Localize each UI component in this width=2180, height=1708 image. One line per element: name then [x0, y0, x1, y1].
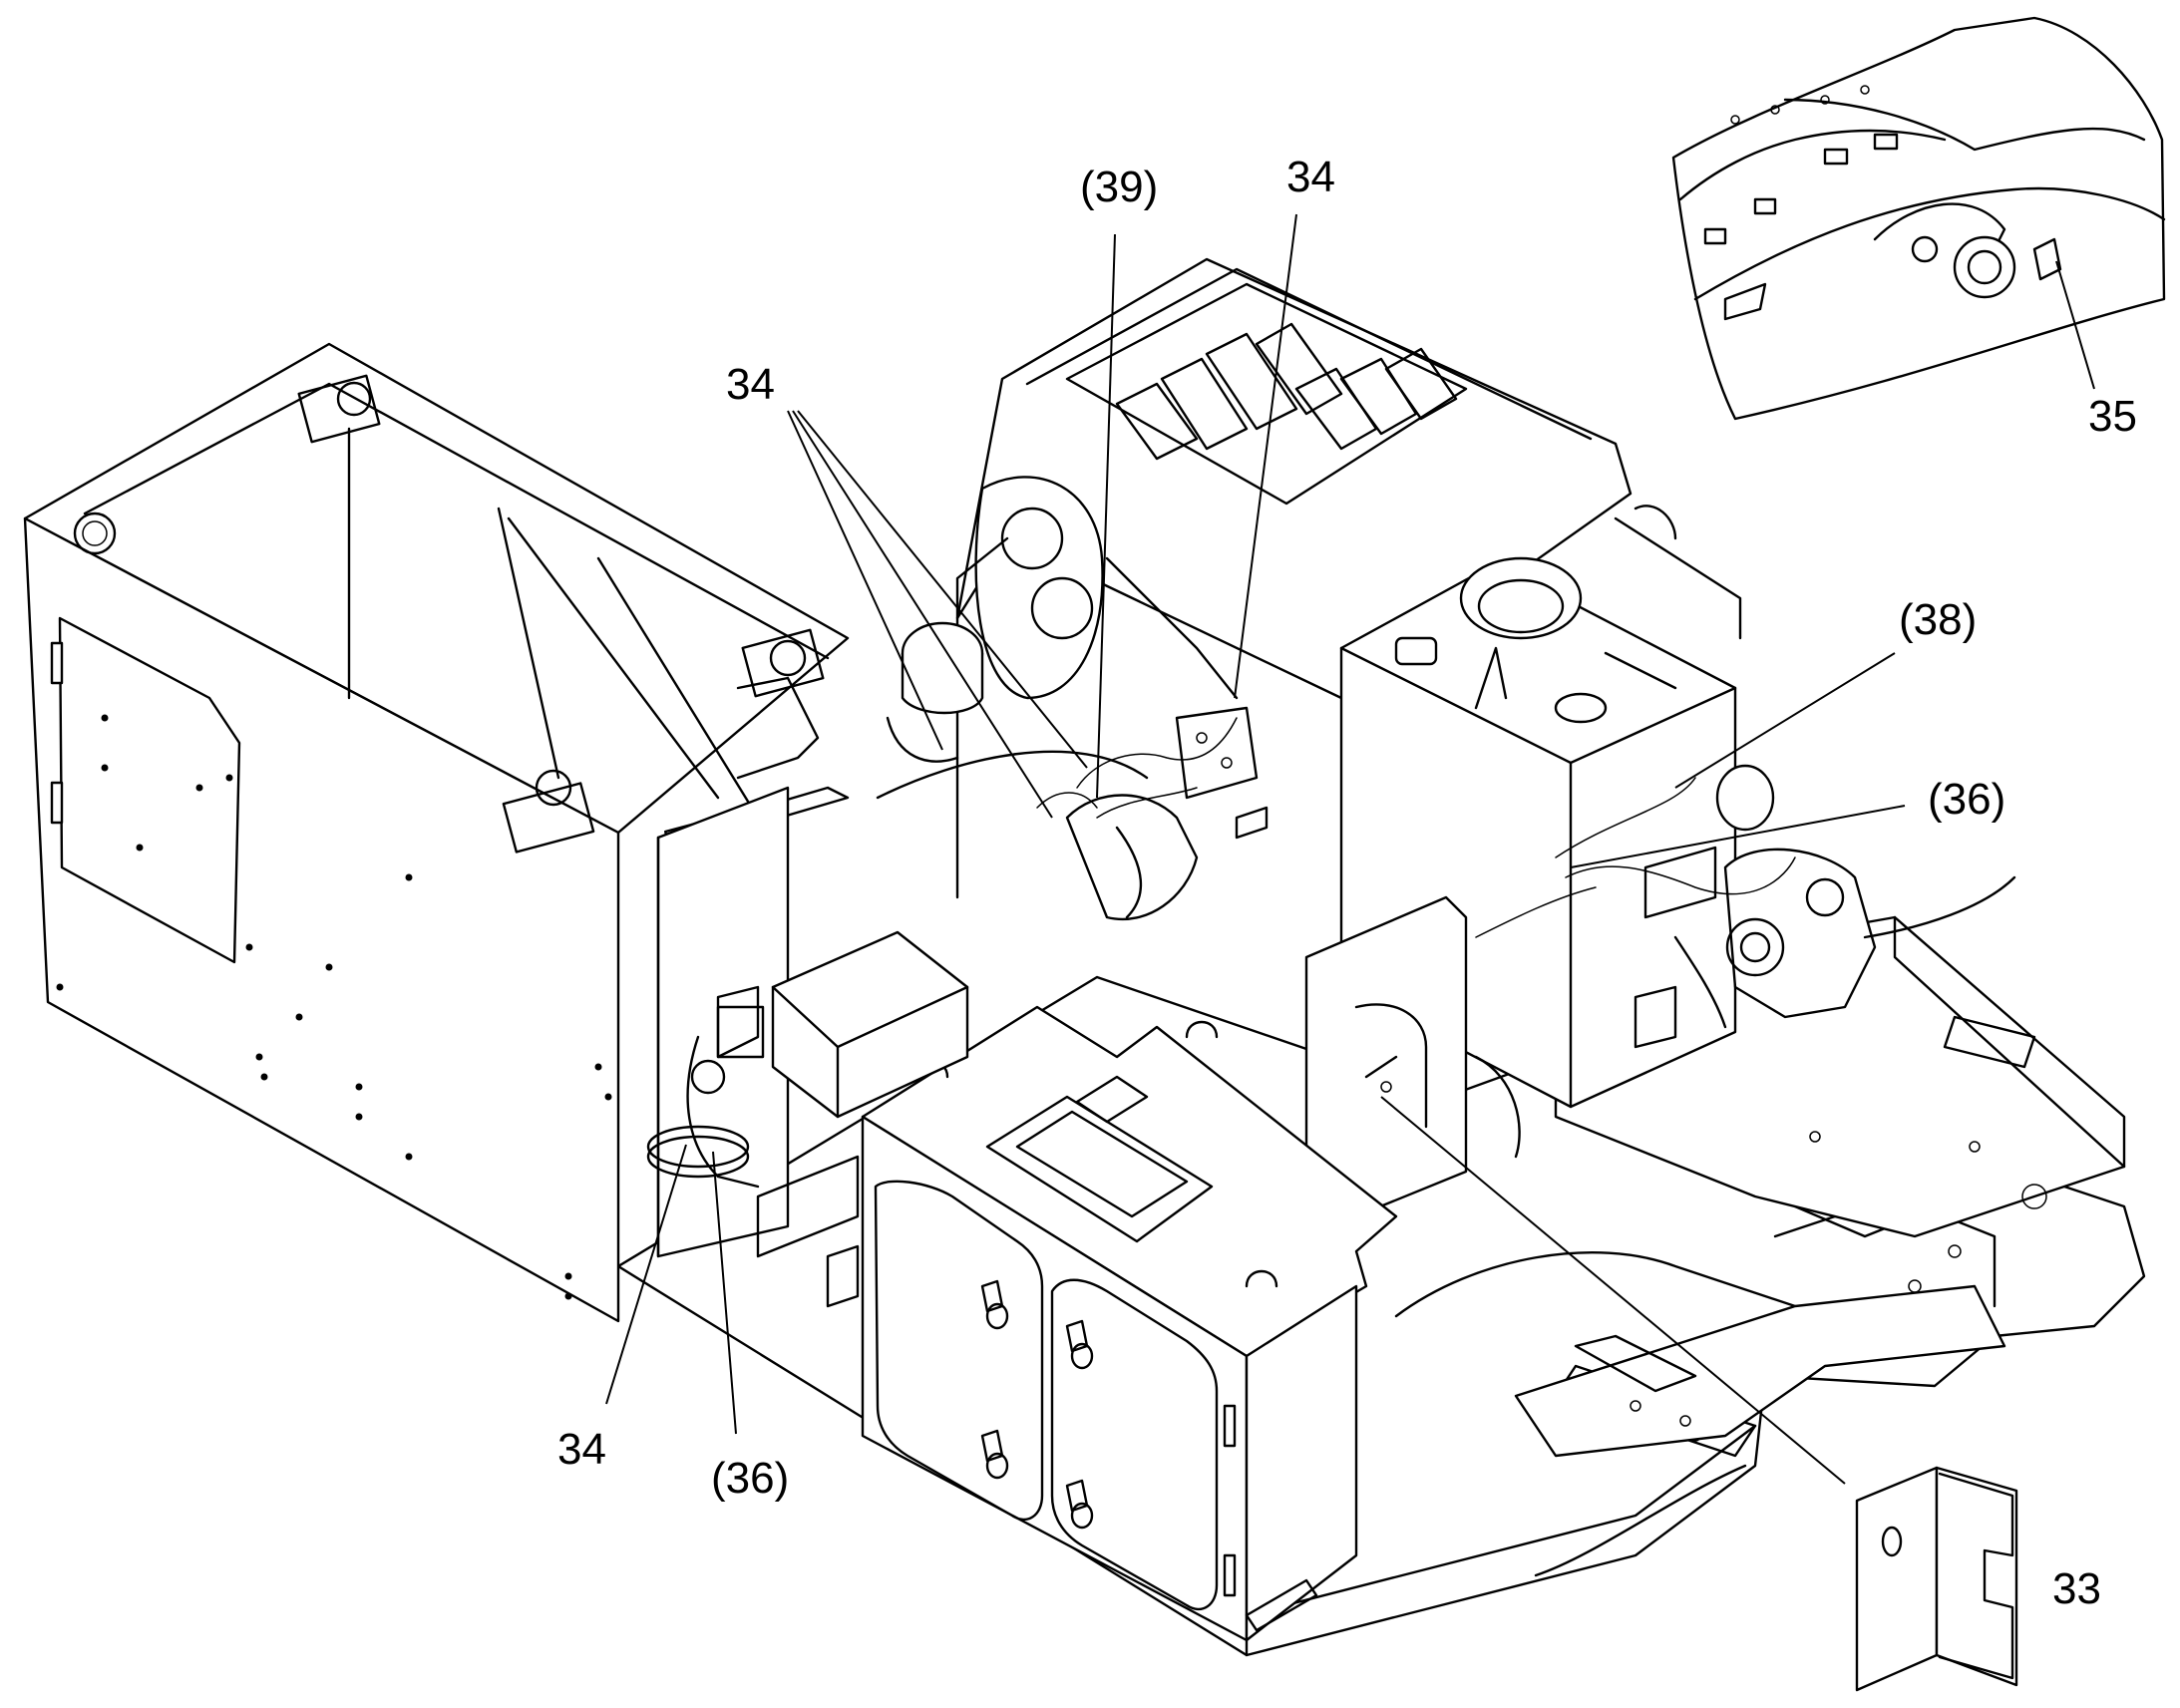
- leader-lines: [605, 213, 2095, 1485]
- leader-34-top: [1234, 213, 1297, 699]
- leader-36-bottom: [712, 1151, 737, 1435]
- center-assembly: [876, 621, 1269, 921]
- center-column: [646, 676, 820, 1258]
- bracket-part-33: [1855, 1466, 2018, 1692]
- leader-34-bottom: [605, 1144, 687, 1405]
- callout-39: (39): [1080, 163, 1158, 211]
- callout-labels: (39) 34 34 35 (38) (36) 34 (36) 33: [557, 153, 2137, 1613]
- leader-33: [1380, 1096, 1846, 1485]
- callout-34-top: 34: [1286, 153, 1335, 201]
- leader-34-left-a: [787, 410, 943, 751]
- callout-36-bottom: (36): [711, 1454, 789, 1503]
- callout-33: 33: [2052, 1564, 2101, 1613]
- battery-box: [861, 1005, 1398, 1642]
- left-cabinet: [23, 342, 850, 1323]
- leader-36-right: [1570, 805, 1906, 868]
- leader-34-left-c: [797, 410, 1088, 769]
- side-bracket: [686, 930, 969, 1308]
- callout-38: (38): [1899, 595, 1977, 644]
- callout-34-bottom: 34: [557, 1425, 606, 1474]
- leader-38: [1674, 652, 1896, 789]
- inset-detail: [1671, 16, 2166, 421]
- leader-39: [1096, 233, 1116, 799]
- callout-35: 35: [2088, 392, 2137, 441]
- callout-36-right: (36): [1928, 775, 2005, 824]
- hydraulic-tank: [1339, 505, 2016, 1109]
- fastener-dots: [56, 714, 612, 1300]
- leader-34-left-b: [792, 410, 1053, 819]
- callout-34-left: 34: [726, 360, 775, 409]
- leader-35: [2055, 260, 2095, 390]
